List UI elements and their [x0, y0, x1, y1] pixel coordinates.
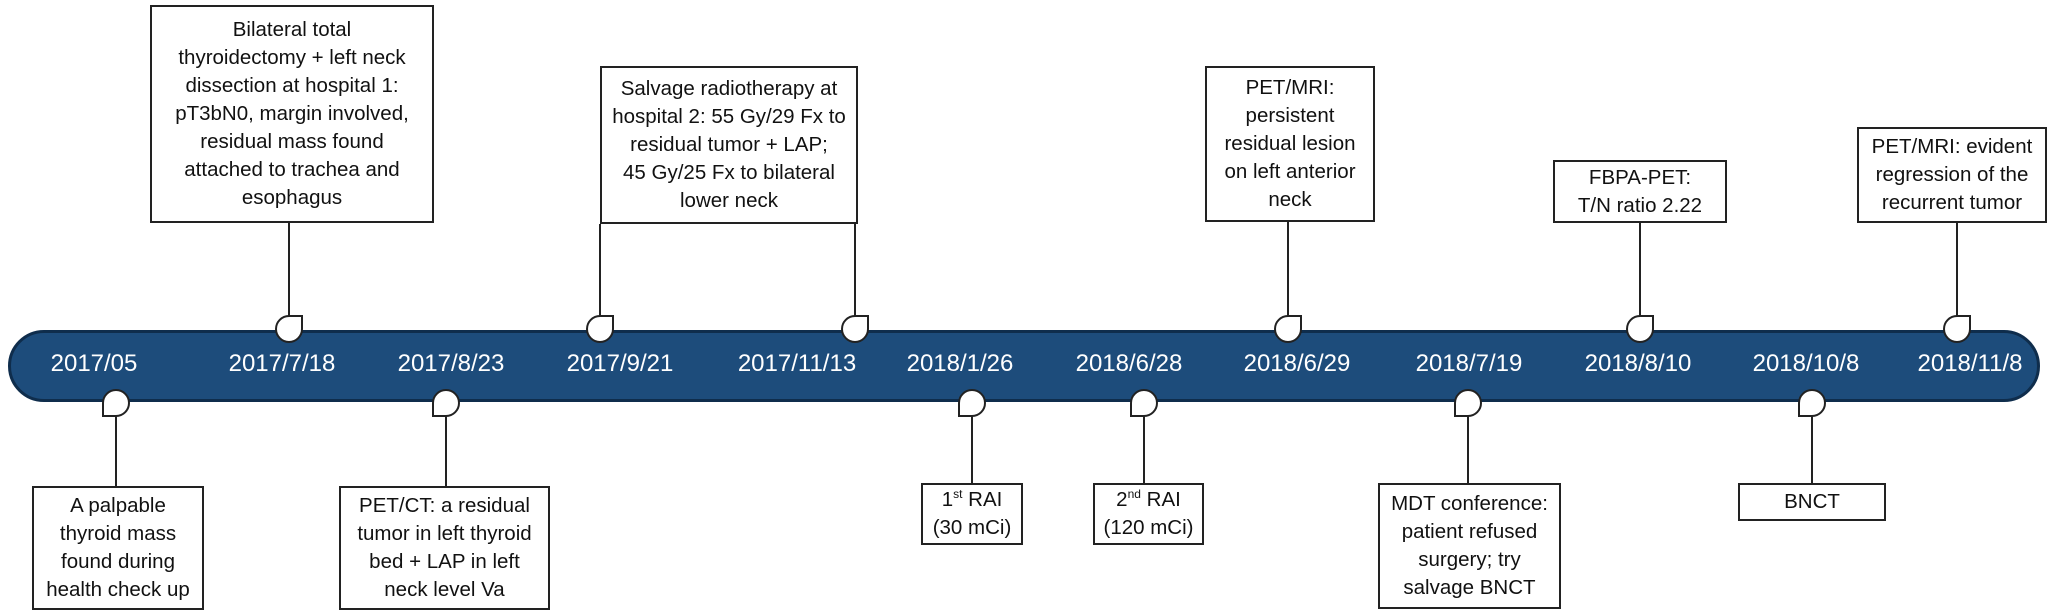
- event-text-line: 45 Gy/25 Fx to bilateral: [623, 161, 835, 184]
- timeline-marker: [1798, 389, 1827, 417]
- timeline-marker: [1273, 315, 1302, 343]
- timeline-marker: [1130, 389, 1159, 417]
- event-text-line: neck level Va: [384, 578, 505, 601]
- event-mdt-conference: MDT conference: patient refused surgery;…: [1378, 483, 1561, 609]
- event-text-line: found during: [61, 550, 175, 573]
- event-pet-mri-2: PET/MRI: evident regression of the recur…: [1857, 127, 2047, 223]
- event-text-line: patient refused: [1401, 520, 1538, 543]
- event-surgery: Bilateral total thyroidectomy + left nec…: [150, 5, 434, 223]
- timeline-marker: [432, 389, 461, 417]
- rai-number: 1: [941, 488, 954, 511]
- event-text-line: pT3bN0, margin involved,: [175, 102, 409, 125]
- event-text-line: neck: [1268, 188, 1312, 211]
- event-rai-2: 2nd RAI (120 mCi): [1093, 483, 1204, 545]
- date-label: 2017/11/13: [737, 350, 857, 377]
- event-text-line: Salvage radiotherapy at: [620, 77, 838, 100]
- event-text-line: on left anterior: [1224, 160, 1356, 183]
- timeline-marker: [585, 315, 614, 343]
- event-text-line: A palpable: [70, 494, 166, 517]
- rai-ordinal: st: [953, 487, 963, 501]
- event-text-line: 2nd RAI: [1116, 486, 1181, 514]
- event-text-line: (120 mCi): [1103, 516, 1194, 539]
- event-text-line: attached to trachea and: [184, 158, 400, 181]
- date-label: 2018/6/29: [1243, 350, 1351, 377]
- event-text-line: 1st RAI: [942, 486, 1003, 514]
- event-text-line: health check up: [46, 578, 190, 601]
- event-rai-1: 1st RAI (30 mCi): [921, 483, 1023, 545]
- date-label: 2018/10/8: [1752, 350, 1860, 377]
- rai-ordinal: nd: [1127, 487, 1141, 501]
- event-text-line: thyroidectomy + left neck: [178, 46, 406, 69]
- rai-label: RAI: [1140, 488, 1181, 511]
- timeline-marker: [958, 389, 987, 417]
- event-radiotherapy: Salvage radiotherapy at hospital 2: 55 G…: [600, 66, 858, 224]
- timeline-bar: [8, 330, 2040, 402]
- timeline-marker: [102, 389, 131, 417]
- date-label: 2017/05: [50, 350, 138, 377]
- event-text-line: residual tumor + LAP;: [630, 133, 828, 156]
- rai-number: 2: [1116, 488, 1128, 511]
- date-label: 2018/8/10: [1584, 350, 1692, 377]
- date-label: 2017/7/18: [228, 350, 336, 377]
- event-text-line: hospital 2: 55 Gy/29 Fx to: [612, 105, 846, 128]
- date-label: 2017/8/23: [397, 350, 505, 377]
- event-pet-ct: PET/CT: a residual tumor in left thyroid…: [339, 486, 550, 610]
- event-text-line: T/N ratio 2.22: [1577, 193, 1703, 217]
- event-text-line: regression of the: [1875, 163, 2029, 186]
- event-text-line: salvage BNCT: [1403, 576, 1536, 599]
- event-text-line: persistent: [1245, 104, 1335, 127]
- event-bnct: BNCT: [1738, 483, 1886, 521]
- date-label: 2017/9/21: [566, 350, 674, 377]
- event-text-line: esophagus: [241, 186, 343, 209]
- timeline-marker: [1625, 315, 1654, 343]
- date-label: 2018/6/28: [1075, 350, 1183, 377]
- timeline-marker: [840, 315, 869, 343]
- event-text-line: PET/CT: a residual: [359, 494, 530, 517]
- event-text-line: PET/MRI: evident: [1871, 135, 2033, 158]
- event-text-line: FBPA-PET:: [1588, 165, 1692, 189]
- event-text-line: thyroid mass: [59, 522, 177, 545]
- date-label: 2018/1/26: [906, 350, 1014, 377]
- event-text-line: PET/MRI:: [1245, 76, 1335, 99]
- event-text-line: Bilateral total: [232, 18, 352, 41]
- date-label: 2018/11/8: [1917, 350, 2023, 377]
- timeline-marker: [274, 315, 303, 343]
- event-text-line: bed + LAP in left: [369, 550, 520, 573]
- date-label: 2018/7/19: [1415, 350, 1523, 377]
- timeline-marker: [1454, 389, 1483, 417]
- event-text-line: dissection at hospital 1:: [185, 74, 399, 97]
- event-text-line: (30 mCi): [932, 516, 1012, 539]
- event-pet-mri-1: PET/MRI: persistent residual lesion on l…: [1205, 66, 1375, 222]
- event-text-line: BNCT: [1784, 490, 1840, 513]
- timeline-marker: [1942, 315, 1971, 343]
- event-text-line: recurrent tumor: [1881, 191, 2023, 214]
- event-text-line: residual mass found: [200, 130, 384, 153]
- event-palpable-mass: A palpable thyroid mass found during hea…: [32, 486, 204, 610]
- event-fbpa-pet: FBPA-PET: T/N ratio 2.22: [1553, 160, 1727, 223]
- event-text-line: MDT conference:: [1391, 492, 1548, 515]
- event-text-line: surgery; try: [1418, 548, 1521, 571]
- rai-label: RAI: [962, 488, 1003, 511]
- event-text-line: lower neck: [680, 189, 778, 212]
- event-text-line: tumor in left thyroid: [357, 522, 532, 545]
- event-text-line: residual lesion: [1224, 132, 1356, 155]
